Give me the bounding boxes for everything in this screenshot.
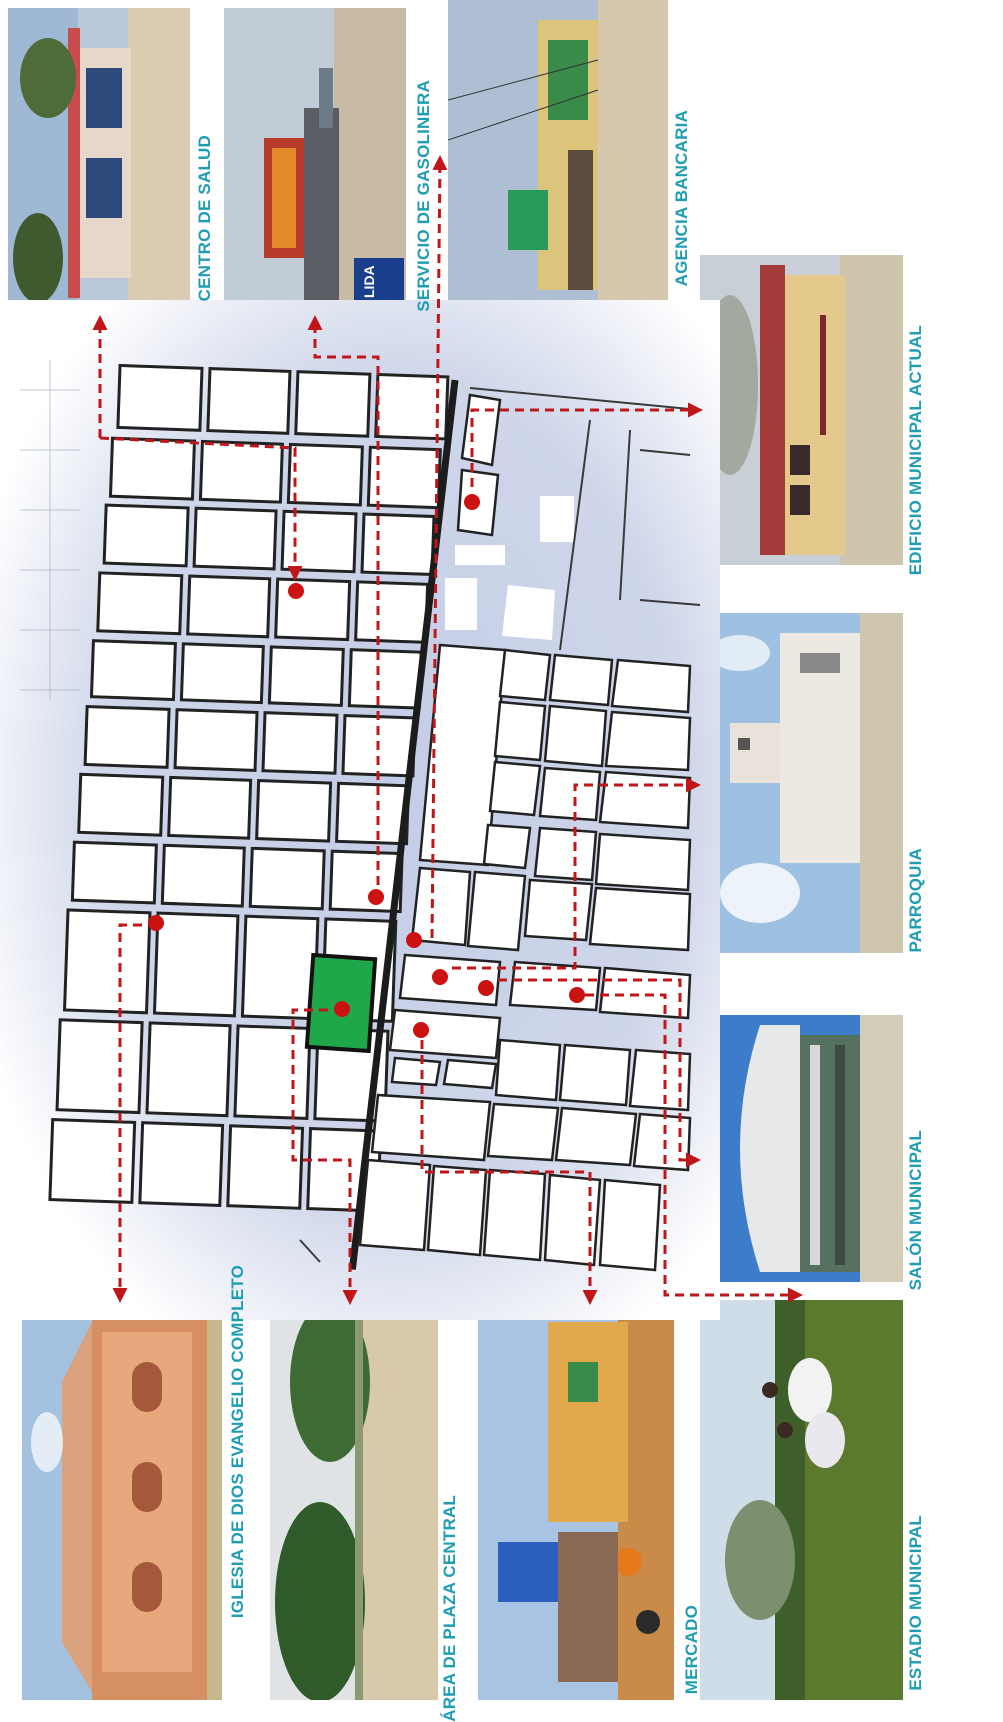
photo-gasolinera: LIDA [224,8,406,310]
marker-edificio [464,494,480,510]
marker-estadio [569,987,585,1003]
photo-salon-municipal [700,1015,903,1282]
location-markers [148,494,585,1038]
arrow-edificio [470,402,703,487]
arrow-parroquia [452,777,701,970]
label-iglesia: IGLESIA DE DIOS EVANGELIO COMPLETO [228,1265,247,1619]
photo-edificio-municipal [700,255,903,565]
arrow-plaza [291,1008,358,1305]
arrow-mercado [420,1040,598,1305]
marker-iglesia [148,915,164,931]
label-parroquia: PARROQUIA [906,848,925,953]
marker-gasolinera [368,889,384,905]
connector-arrows [92,155,803,1305]
label-plaza: ÁREA DE PLAZA CENTRAL [440,1495,459,1722]
marker-mercado [413,1022,429,1038]
marker-agencia [406,932,422,948]
label-salon: SALÓN MUNICIPAL [906,1130,925,1291]
lower-grid [358,393,692,1272]
label-edificio: EDIFICIO MUNICIPAL ACTUAL [906,325,925,576]
label-estadio: ESTADIO MUNICIPAL [906,1515,925,1691]
photo-parroquia [700,613,903,953]
photo-plaza-central [270,1302,438,1700]
marker-centro-salud [288,583,304,599]
gasolinera-sign-text: LIDA [361,265,377,298]
label-gasolinera: SERVICIO DE GASOLINERA [414,80,433,312]
photo-estadio-municipal [700,1300,903,1700]
photo-agencia-bancaria [448,0,668,305]
arrow-estadio [585,993,803,1303]
arrow-gasolinera [307,315,380,885]
label-centro-salud: CENTRO DE SALUD [195,135,214,302]
label-agencia: AGENCIA BANCARIA [672,110,691,287]
photo-iglesia-evangelio [22,1302,222,1700]
marker-plaza [334,1001,350,1017]
map-blocks [20,360,700,1290]
marker-parroquia [432,969,448,985]
arrow-agencia [430,155,448,939]
marker-salon [478,980,494,996]
photo-mercado [478,1302,674,1700]
label-mercado: MERCADO [682,1605,701,1695]
arrow-iglesia [112,923,142,1303]
photo-centro-salud [8,8,190,310]
arrow-salon [498,978,701,1168]
